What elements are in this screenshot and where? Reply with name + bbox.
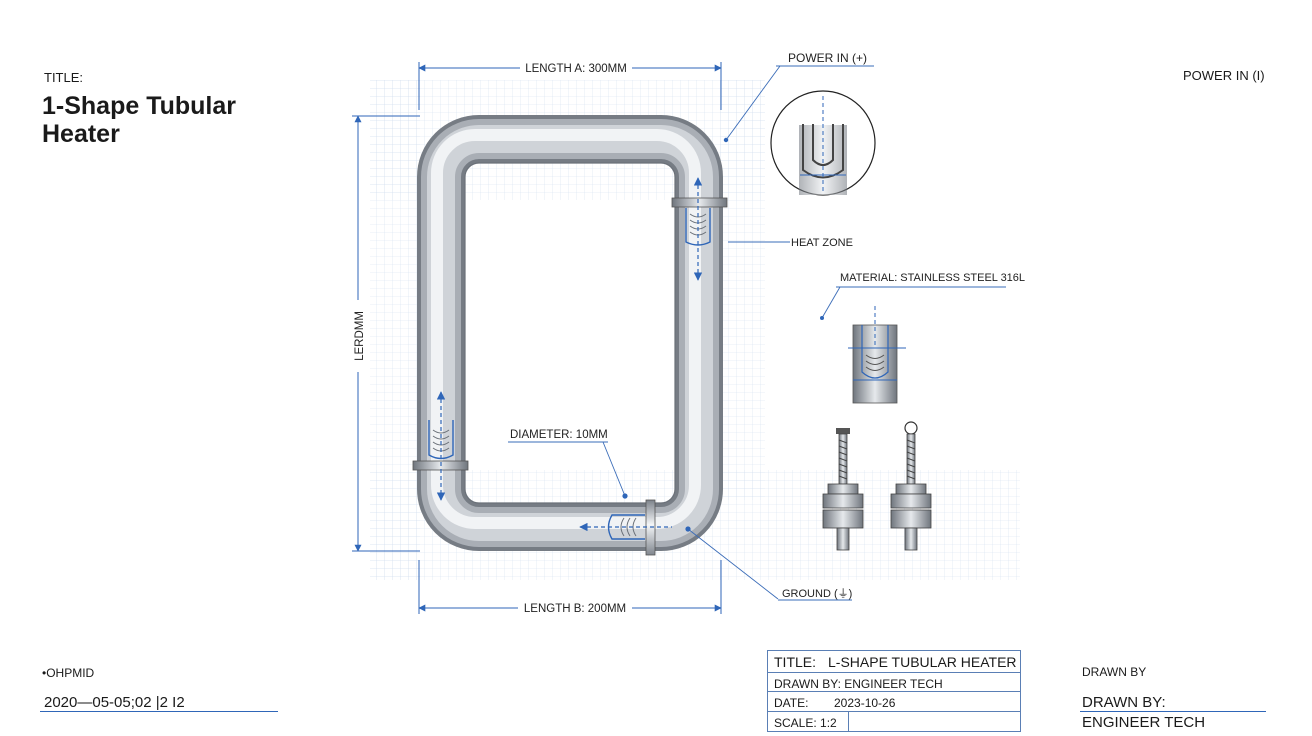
detail-circle xyxy=(770,90,876,196)
title-block-scale-row: SCALE: 1:2 xyxy=(768,712,1020,732)
leader-dot xyxy=(622,493,628,499)
diameter-label: DIAMETER: 10MM xyxy=(510,429,608,441)
title-block-drawn-row: DRAWN BY: ENGINEER TECH xyxy=(768,673,1020,692)
left-fitting xyxy=(412,391,469,501)
heat-zone-label: HEAT ZONE xyxy=(791,237,853,249)
leader-lines xyxy=(508,65,1006,601)
terminal-bolt-right xyxy=(890,421,932,551)
drawing-title: 1-Shape Tubular Heater xyxy=(42,92,237,148)
drawn-by-small-label: DRAWN BY xyxy=(1082,665,1147,679)
length-a-label: LENGTH A: 300MM xyxy=(525,63,627,75)
leader-dot xyxy=(723,137,729,143)
title-block-scale: SCALE: 1:2 xyxy=(774,716,837,730)
right-upper-fitting xyxy=(671,177,728,281)
title-block-title-value: L-SHAPE TUBULAR HEATER xyxy=(828,654,1017,670)
drawn-by-label: DRAWN BY: xyxy=(1082,694,1166,711)
title-block-date-value: 2023-10-26 xyxy=(834,696,896,710)
title-block-date-label: DATE: xyxy=(774,696,809,710)
drawing-code: •OHPMID xyxy=(42,666,95,680)
power-in-right-label: POWER IN (I) xyxy=(1183,68,1265,83)
material-label: MATERIAL: STAINLESS STEEL 316L xyxy=(840,272,1025,284)
dimension-lines xyxy=(352,62,722,614)
title-block-title-label: TITLE: xyxy=(774,654,817,670)
title-block-divider xyxy=(848,712,849,732)
terminal-bolt-left xyxy=(822,428,864,551)
terminal-detail xyxy=(848,306,906,404)
length-vertical-label: LERDMM xyxy=(354,311,366,361)
title-block-drawn-by: DRAWN BY: ENGINEER TECH xyxy=(774,677,943,691)
drawn-by-name: ENGINEER TECH xyxy=(1082,714,1206,731)
bottom-fitting xyxy=(579,499,672,556)
underline-rule xyxy=(40,711,278,712)
grid-area-right xyxy=(720,80,765,500)
underline-rule xyxy=(1080,711,1266,712)
title-label: TITLE: xyxy=(44,70,84,85)
title-block: TITLE: L-SHAPE TUBULAR HEATER DRAWN BY: … xyxy=(767,650,1021,732)
power-in-label: POWER IN (+) xyxy=(788,51,867,65)
leader-dot xyxy=(820,316,824,320)
title-block-title-row: TITLE: L-SHAPE TUBULAR HEATER xyxy=(768,651,1020,673)
title-block-date-row: DATE: 2023-10-26 xyxy=(768,692,1020,712)
ground-label: GROUND (⏚) xyxy=(782,587,852,600)
heater-pipe xyxy=(417,115,723,551)
revision-date-line: 2020—05-05;02 |2 I2 xyxy=(44,694,185,711)
length-b-label: LENGTH B: 200MM xyxy=(524,603,626,615)
leader-dot xyxy=(685,526,691,532)
